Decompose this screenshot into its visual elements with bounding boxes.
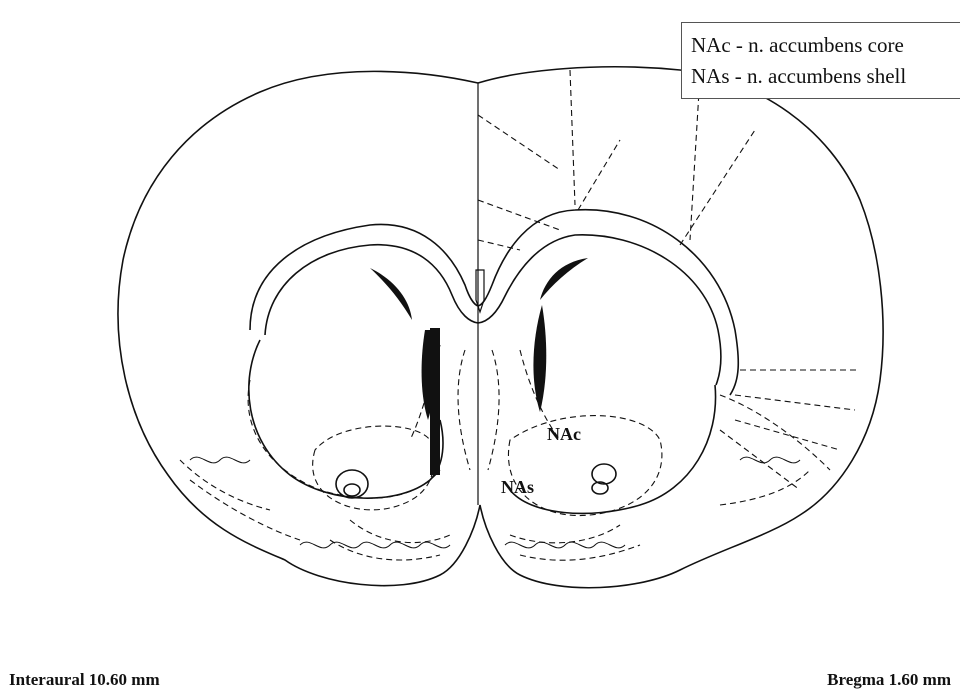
bregma-label: Bregma 1.60 mm [827, 670, 951, 690]
brain-outline [118, 67, 883, 588]
cannula-track [430, 328, 440, 475]
right-ventricle-stripe [533, 305, 546, 412]
legend-entry-nas: NAs - n. accumbens shell [691, 61, 960, 92]
interaural-label: Interaural 10.60 mm [9, 670, 160, 690]
nac-label: NAc [547, 424, 581, 444]
legend-entry-nac: NAc - n. accumbens core [691, 30, 960, 61]
legend-box: NAc - n. accumbens core NAs - n. accumbe… [681, 22, 960, 99]
corpus-callosum [250, 210, 738, 395]
left-lateral-ventricle [370, 268, 412, 320]
nas-label: NAs [501, 477, 534, 497]
right-lateral-ventricle [540, 258, 588, 300]
